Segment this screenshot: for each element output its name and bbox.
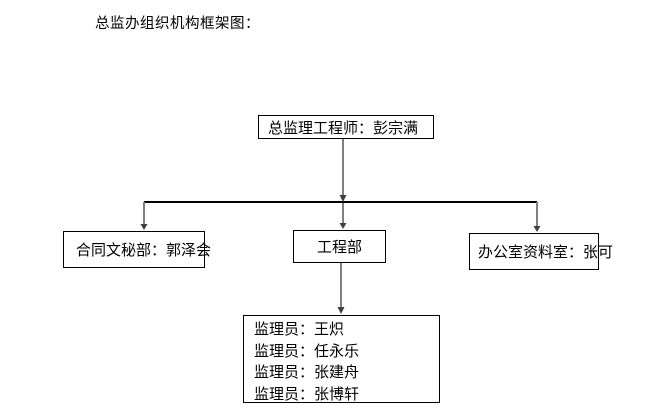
supervisor-line: 监理员：张建舟 (254, 364, 360, 381)
supervisor-line: 监理员：张博轩 (254, 385, 360, 403)
org-node-engineering-dept-label: 工程部 (316, 239, 362, 256)
org-node-contract-secretary-label: 合同文秘部：郭泽会 (76, 242, 212, 259)
org-node-office-archives-label: 办公室资料室：张可 (478, 244, 614, 261)
org-node-engineering-dept: 工程部 (293, 230, 386, 263)
org-node-chief-engineer-label: 总监理工程师：彭宗满 (268, 119, 419, 137)
arrowhead-root-stem (339, 195, 347, 202)
arrowhead-right-drop (533, 226, 541, 232)
org-node-supervisors: 监理员：王炽 监理员：任永乐 监理员：张建舟 监理员：张博轩 (243, 315, 440, 403)
page-title: 总监办组织机构框架图： (95, 16, 260, 32)
arrowhead-dept-stem (337, 307, 345, 314)
org-node-chief-engineer: 总监理工程师：彭宗满 (258, 115, 434, 139)
org-node-office-archives: 办公室资料室：张可 (469, 233, 613, 270)
supervisor-line: 监理员：任永乐 (254, 342, 360, 360)
org-node-contract-secretary: 合同文秘部：郭泽会 (63, 231, 211, 268)
supervisor-line: 监理员：王炽 (254, 321, 345, 338)
arrowhead-center-drop (339, 223, 347, 229)
arrowhead-left-drop (140, 224, 148, 230)
